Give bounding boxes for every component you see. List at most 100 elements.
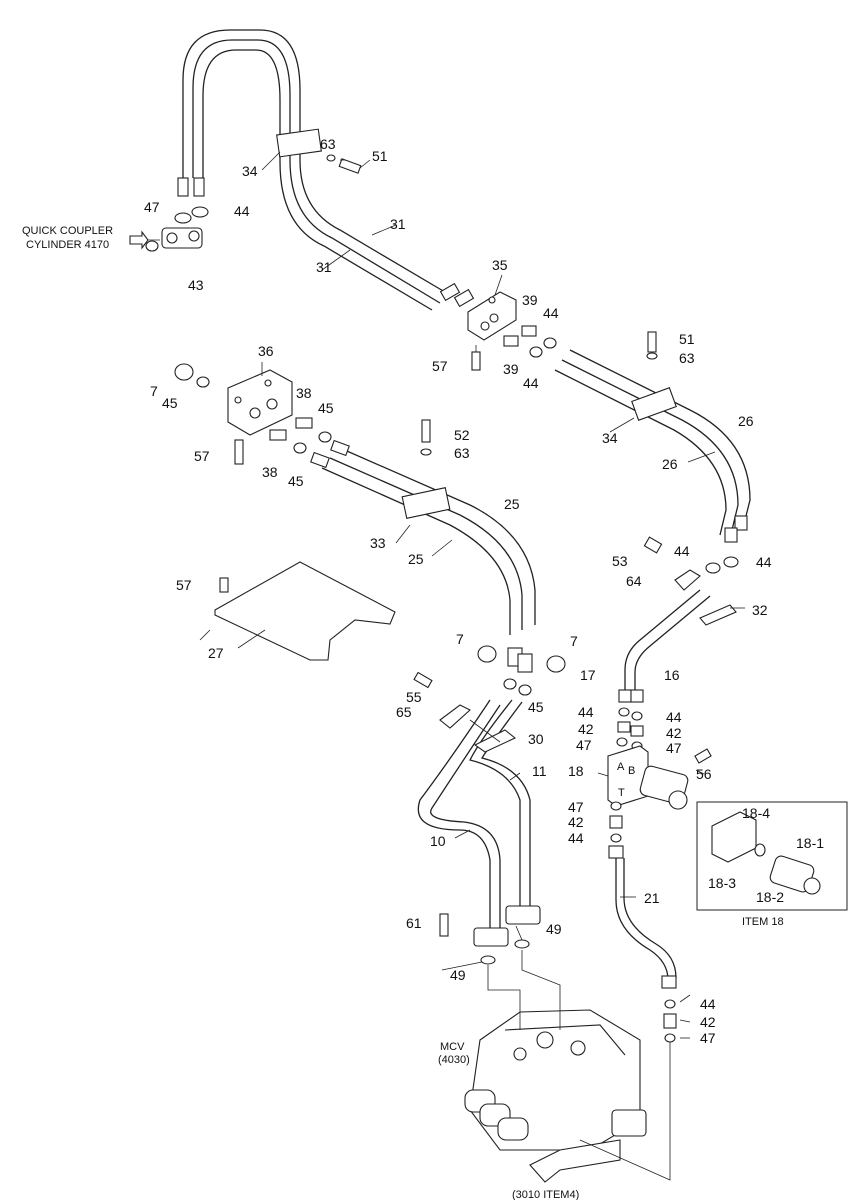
callout-42d: 42 — [700, 1014, 716, 1030]
callout-39b: 39 — [503, 361, 519, 377]
mcv-valve-body — [464, 1009, 647, 1183]
callout-33: 33 — [370, 535, 386, 551]
tees-and-plugs-7 — [477, 645, 566, 696]
callout-21: 21 — [644, 890, 660, 906]
callout-leaders — [199, 151, 745, 1039]
callout-44f: 44 — [578, 704, 594, 720]
item-18-exploded-view — [711, 811, 821, 895]
callout-56: 56 — [696, 766, 712, 782]
valve-port-labels: A B T — [617, 761, 635, 799]
callout-47a: 47 — [144, 199, 160, 215]
callout-44e: 44 — [756, 554, 772, 570]
brackets-30-65 — [413, 671, 517, 753]
port-b-label: B — [628, 765, 635, 777]
callout-61: 61 — [406, 915, 422, 931]
callout-38a: 38 — [296, 385, 312, 401]
port-a-label: A — [617, 761, 625, 773]
callout-47b: 47 — [576, 737, 592, 753]
callout-35: 35 — [492, 257, 508, 273]
item-18-1-label: 18-1 — [796, 835, 824, 851]
block-36 — [227, 369, 293, 436]
callout-25a: 25 — [504, 496, 520, 512]
cover-plate-27 — [214, 561, 396, 661]
note-quick-coupler-line2: CYLINDER 4170 — [26, 239, 109, 251]
callout-25b: 25 — [408, 551, 424, 567]
callout-57b: 57 — [194, 448, 210, 464]
callout-39a: 39 — [522, 292, 538, 308]
bolt-51-upper — [326, 154, 362, 174]
callout-47d: 47 — [568, 799, 584, 815]
callout-44c: 44 — [523, 375, 539, 391]
callout-17: 17 — [580, 667, 596, 683]
callout-53: 53 — [612, 553, 628, 569]
callout-63c: 63 — [454, 445, 470, 461]
callout-55: 55 — [406, 689, 422, 705]
callout-26b: 26 — [662, 456, 678, 472]
callout-51b: 51 — [679, 331, 695, 347]
leader-lines-mcv — [487, 950, 671, 1181]
lower-fittings-18 — [608, 801, 624, 859]
callout-44g: 44 — [666, 709, 682, 725]
hose-end-fittings-upper — [129, 177, 209, 252]
note-mcv-line2: (4030) — [438, 1054, 470, 1066]
callout-10: 10 — [430, 833, 446, 849]
callout-7c: 7 — [570, 633, 578, 649]
fittings-26-ends — [705, 515, 748, 574]
callout-18: 18 — [568, 763, 584, 779]
hose-26 — [554, 349, 751, 536]
callout-44a: 44 — [234, 203, 250, 219]
bolt-57-left — [234, 439, 244, 465]
callout-51a: 51 — [372, 148, 388, 164]
callout-44h: 44 — [568, 830, 584, 846]
callout-57c: 57 — [176, 577, 192, 593]
callout-45d: 45 — [528, 699, 544, 715]
callout-36: 36 — [258, 343, 274, 359]
callout-7a: 7 — [150, 383, 158, 399]
callout-31a: 31 — [390, 216, 406, 232]
callout-44i: 44 — [700, 996, 716, 1012]
item-18-3-label: 18-3 — [708, 875, 736, 891]
callout-45a: 45 — [162, 395, 178, 411]
callout-49a: 49 — [450, 967, 466, 983]
callout-27: 27 — [208, 645, 224, 661]
callout-63a: 63 — [320, 136, 336, 152]
clamp-34-lower — [631, 387, 677, 421]
callout-labels: 63 51 34 47 44 43 31 31 35 39 44 57 39 4… — [144, 136, 772, 1046]
callout-47e: 47 — [700, 1030, 716, 1046]
bracket-32-64 — [643, 536, 737, 626]
adapters-39 — [503, 325, 557, 358]
callout-30: 30 — [528, 731, 544, 747]
hose-31-upper-loop — [182, 29, 451, 311]
callout-34b: 34 — [602, 430, 618, 446]
fittings-16-17 — [616, 689, 644, 751]
callout-16: 16 — [664, 667, 680, 683]
callout-38b: 38 — [262, 464, 278, 480]
callout-63b: 63 — [679, 350, 695, 366]
callout-42c: 42 — [568, 814, 584, 830]
hose-10-11 — [417, 699, 531, 930]
callout-45b: 45 — [318, 400, 334, 416]
hose-25 — [310, 439, 536, 635]
item-18-title: ITEM 18 — [742, 916, 784, 928]
bolt-52 — [420, 419, 432, 456]
flanges-49-61 — [439, 905, 541, 965]
callout-65: 65 — [396, 704, 412, 720]
item-18-4-label: 18-4 — [742, 805, 770, 821]
adapters-38 — [269, 417, 332, 454]
callout-34a: 34 — [242, 163, 258, 179]
callout-49b: 49 — [546, 921, 562, 937]
callout-11: 11 — [532, 763, 547, 779]
reference-notes: QUICK COUPLER CYLINDER 4170 MCV (4030) (… — [22, 225, 579, 1200]
note-bottom-ref: (3010 ITEM4) — [512, 1189, 579, 1200]
bolt-51-lower — [646, 331, 658, 360]
clamp-34-upper — [276, 128, 322, 158]
note-mcv-line1: MCV — [440, 1041, 465, 1053]
plug-7-upper — [174, 363, 210, 388]
callout-64: 64 — [626, 573, 642, 589]
clamp-33 — [401, 487, 451, 519]
callout-32: 32 — [752, 602, 768, 618]
callout-7b: 7 — [456, 631, 464, 647]
port-t-label: T — [618, 787, 625, 799]
clamp-35 — [439, 282, 517, 341]
